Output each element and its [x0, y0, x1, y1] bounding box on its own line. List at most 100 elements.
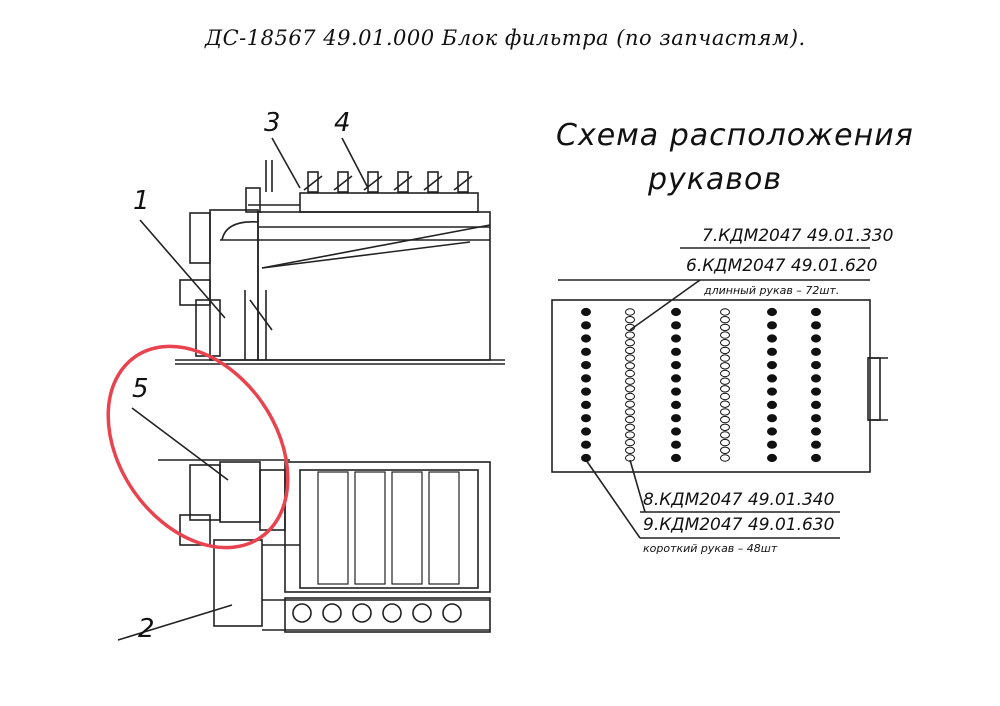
side-elevation-view	[175, 160, 505, 365]
short-hose-note: короткий рукав – 48шт	[643, 542, 778, 555]
leader-2	[117, 604, 233, 641]
hose-0-6	[581, 387, 591, 396]
highlight-ellipse	[106, 344, 290, 550]
hose-4-11	[767, 453, 777, 463]
hose-5-7	[811, 400, 821, 409]
hose-2-0	[671, 307, 681, 317]
hose-0-10	[581, 440, 591, 449]
hose-1-14	[625, 415, 635, 424]
hose-3-15	[720, 423, 730, 431]
hose-0-2	[581, 334, 591, 343]
hose-4-2	[767, 334, 777, 343]
hose-1-15	[625, 423, 635, 431]
hose-1-1	[625, 316, 635, 324]
hose-3-7	[720, 362, 730, 370]
hose-1-9	[625, 377, 635, 385]
hose-columns	[581, 307, 821, 463]
hose-3-14	[720, 415, 730, 424]
part-7: 7.КДМ2047 49.01.330	[702, 226, 894, 246]
hose-5-10	[811, 440, 821, 449]
part-9: 9.КДМ2047 49.01.630	[643, 515, 835, 535]
hose-2-5	[671, 374, 681, 383]
part-6: 6.КДМ2047 49.01.620	[686, 256, 878, 276]
leader-1	[139, 219, 226, 319]
hose-3-2	[720, 323, 730, 332]
hose-4-6	[767, 387, 777, 396]
hose-2-9	[671, 427, 681, 436]
pulse-valves	[303, 171, 473, 193]
hose-4-8	[767, 414, 777, 423]
hose-5-6	[811, 387, 821, 396]
hose-0-4	[581, 361, 591, 370]
hose-5-4	[811, 361, 821, 370]
hose-5-3	[811, 347, 821, 356]
hose-3-19	[720, 454, 730, 462]
hose-1-13	[625, 408, 635, 416]
hose-0-8	[581, 414, 591, 423]
hose-2-6	[671, 387, 681, 396]
hose-4-1	[767, 321, 777, 330]
hose-1-11	[625, 392, 635, 401]
hose-1-7	[625, 362, 635, 370]
hose-4-4	[767, 361, 777, 370]
hose-1-2	[625, 323, 635, 332]
callout-3: 3	[264, 108, 281, 138]
hose-1-3	[625, 331, 635, 339]
hose-3-4	[720, 339, 730, 347]
plan-view	[158, 459, 491, 633]
hose-1-19	[625, 454, 635, 462]
hose-0-7	[581, 400, 591, 409]
leader-5	[131, 407, 229, 481]
hose-1-4	[625, 339, 635, 347]
hose-2-1	[671, 321, 681, 330]
hose-1-10	[625, 385, 635, 393]
hose-5-2	[811, 334, 821, 343]
hose-1-17	[625, 438, 635, 447]
hose-5-1	[811, 321, 821, 330]
hose-2-11	[671, 453, 681, 463]
hose-1-18	[625, 446, 635, 454]
hose-1-6	[625, 354, 635, 362]
hose-1-12	[625, 400, 635, 408]
hose-2-2	[671, 334, 681, 343]
hose-4-5	[767, 374, 777, 383]
hose-0-1	[581, 321, 591, 330]
hose-0-11	[581, 453, 591, 463]
page-title: ДС-18567 49.01.000 Блок фильтра (по запч…	[205, 26, 806, 50]
hose-1-0	[625, 308, 635, 316]
hose-1-16	[625, 431, 635, 439]
hose-3-13	[720, 408, 730, 416]
hose-3-18	[720, 446, 730, 454]
callout-1: 1	[133, 186, 150, 216]
hose-0-0	[581, 307, 591, 317]
callout-5: 5	[132, 374, 149, 404]
hose-3-17	[720, 438, 730, 447]
hose-3-1	[720, 316, 730, 324]
leader-4	[341, 137, 369, 189]
hose-2-4	[671, 361, 681, 370]
hose-3-3	[720, 331, 730, 339]
hose-3-9	[720, 377, 730, 385]
hose-3-16	[720, 431, 730, 439]
hose-3-6	[720, 354, 730, 362]
hose-0-3	[581, 347, 591, 356]
hose-5-0	[811, 307, 821, 317]
hose-5-11	[811, 453, 821, 463]
hose-3-11	[720, 392, 730, 401]
hose-3-10	[720, 385, 730, 393]
hose-4-7	[767, 400, 777, 409]
hose-0-9	[581, 427, 591, 436]
hose-5-9	[811, 427, 821, 436]
hose-4-0	[767, 307, 777, 317]
hose-2-10	[671, 440, 681, 449]
hose-3-5	[720, 346, 730, 355]
leader-3	[271, 137, 301, 189]
scheme-title-line2: рукавов	[648, 162, 783, 197]
hose-3-8	[720, 369, 730, 378]
hose-2-7	[671, 400, 681, 409]
hose-4-9	[767, 427, 777, 436]
callout-2: 2	[138, 614, 155, 644]
hose-2-8	[671, 414, 681, 423]
scheme-title-line1: Схема расположения	[556, 118, 914, 153]
